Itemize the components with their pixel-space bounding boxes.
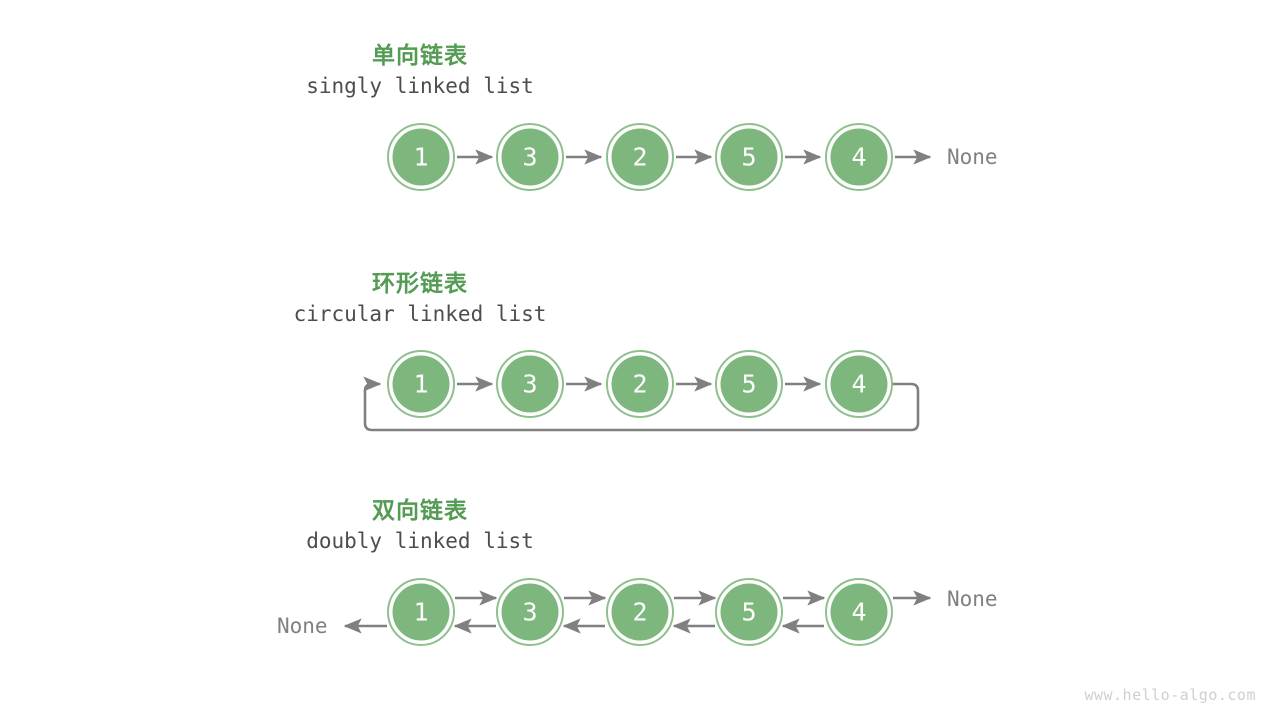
doubly-node-2: 3 (496, 578, 564, 646)
node-circle (611, 128, 669, 186)
node-value: 3 (522, 143, 537, 172)
node-circle (392, 583, 450, 641)
singly-node-5: 4 (825, 123, 893, 191)
node-value: 4 (851, 143, 866, 172)
doubly-title-cn: 双向链表 (372, 498, 468, 524)
node-value: 5 (741, 598, 756, 627)
node-value: 3 (522, 598, 537, 627)
node-value: 5 (741, 143, 756, 172)
doubly-node-5: 4 (825, 578, 893, 646)
node-circle (392, 128, 450, 186)
node-value: 2 (632, 598, 647, 627)
singly-tail-none-label: None (947, 145, 998, 169)
doubly-linked-list-row: 1 3 2 5 4 None None (277, 578, 998, 646)
node-outer-ring (387, 123, 455, 191)
circular-node-4: 5 (715, 350, 783, 418)
doubly-node-4: 5 (715, 578, 783, 646)
circular-linked-list-row: 1 3 2 5 4 (363, 350, 920, 432)
node-circle (830, 583, 888, 641)
node-circle (720, 583, 778, 641)
singly-title-cn: 单向链表 (372, 43, 468, 69)
node-value: 2 (632, 370, 647, 399)
doubly-tail-none-label: None (947, 587, 998, 611)
node-value: 1 (413, 143, 428, 172)
node-circle (501, 583, 559, 641)
node-circle (830, 128, 888, 186)
singly-node-3: 2 (606, 123, 674, 191)
circular-title-cn: 环形链表 (372, 271, 468, 297)
circular-node-1: 1 (387, 350, 455, 418)
circular-title-en: circular linked list (293, 302, 547, 326)
singly-node-2: 3 (496, 123, 564, 191)
node-circle (392, 355, 450, 413)
node-circle (501, 128, 559, 186)
node-outer-ring (496, 123, 564, 191)
singly-node-1: 1 (387, 123, 455, 191)
circular-node-3: 2 (606, 350, 674, 418)
singly-node-4: 5 (715, 123, 783, 191)
node-outer-ring (606, 123, 674, 191)
doubly-node-1: 1 (387, 578, 455, 646)
doubly-title-en: doubly linked list (306, 529, 534, 553)
node-value: 1 (413, 370, 428, 399)
singly-linked-list-row: 1 3 2 5 4 None (387, 123, 998, 191)
node-outer-ring (825, 123, 893, 191)
node-circle (720, 355, 778, 413)
singly-title-en: singly linked list (306, 74, 534, 98)
node-value: 3 (522, 370, 537, 399)
node-circle (501, 355, 559, 413)
doubly-node-3: 2 (606, 578, 674, 646)
node-circle (720, 128, 778, 186)
circular-loopback-path (363, 376, 920, 432)
circular-node-2: 3 (496, 350, 564, 418)
node-circle (611, 583, 669, 641)
watermark: www.hello-algo.com (1084, 686, 1256, 704)
node-value: 5 (741, 370, 756, 399)
node-outer-ring (715, 123, 783, 191)
node-circle (830, 355, 888, 413)
circular-node-5: 4 (825, 350, 893, 418)
doubly-head-none-label: None (277, 614, 328, 638)
node-circle (611, 355, 669, 413)
node-value: 1 (413, 598, 428, 627)
node-value: 4 (851, 370, 866, 399)
node-value: 2 (632, 143, 647, 172)
node-value: 4 (851, 598, 866, 627)
